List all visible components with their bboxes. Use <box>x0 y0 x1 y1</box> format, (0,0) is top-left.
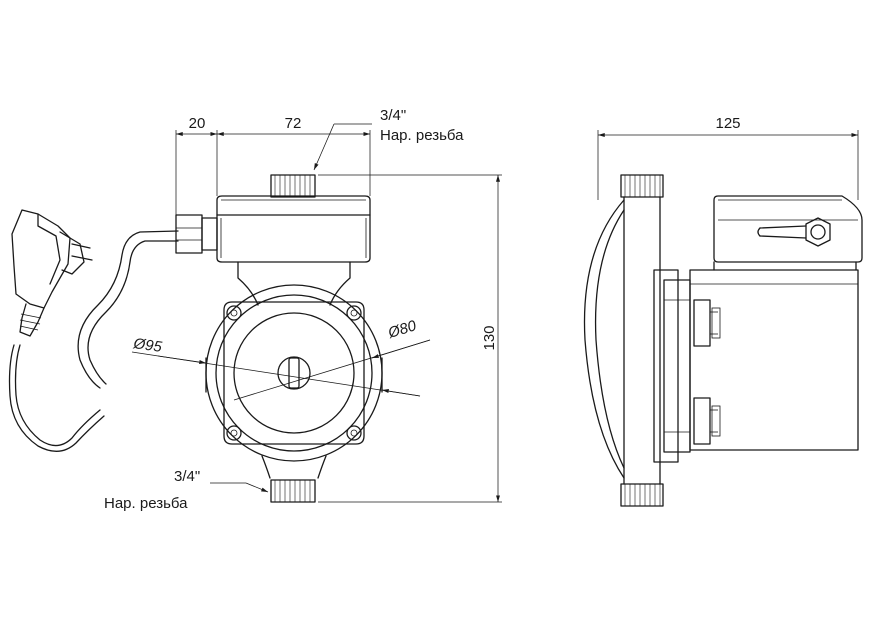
bottom-thread-hatch <box>274 480 311 502</box>
side-bottom-thread-hatch <box>624 484 661 506</box>
bolt-top-right <box>346 305 362 321</box>
pump-side-view <box>583 174 863 507</box>
dim-72-label: 72 <box>285 115 302 132</box>
bottom-thread-type-label: Нар. резьба <box>104 495 188 512</box>
top-thread-hatch <box>274 175 311 197</box>
power-plug-icon <box>11 209 93 337</box>
dimension-lines <box>131 123 502 503</box>
power-cable <box>8 230 179 452</box>
bolt-bottom-right <box>346 425 362 441</box>
dim-diameter-95-label: Ø95 <box>131 335 163 356</box>
pump-front-view <box>175 174 383 503</box>
dim-125-label: 125 <box>715 115 740 132</box>
dim-130-label: 130 <box>481 325 498 350</box>
bolt-top-left <box>226 305 242 321</box>
labels: 20 72 125 130 Ø95 Ø80 3/4" Нар. резьба 3… <box>104 107 741 512</box>
side-cable-gland-icon <box>757 217 831 247</box>
top-thread-type-label: Нар. резьба <box>380 127 464 144</box>
dim-20-label: 20 <box>189 115 206 132</box>
dim-diameter-80-label: Ø80 <box>385 317 419 342</box>
bolt-bottom-left <box>226 425 242 441</box>
top-thread-size-label: 3/4" <box>380 107 406 124</box>
side-dimension-lines <box>597 130 859 200</box>
bottom-thread-size-label: 3/4" <box>174 468 200 485</box>
side-top-thread-hatch <box>624 175 661 197</box>
